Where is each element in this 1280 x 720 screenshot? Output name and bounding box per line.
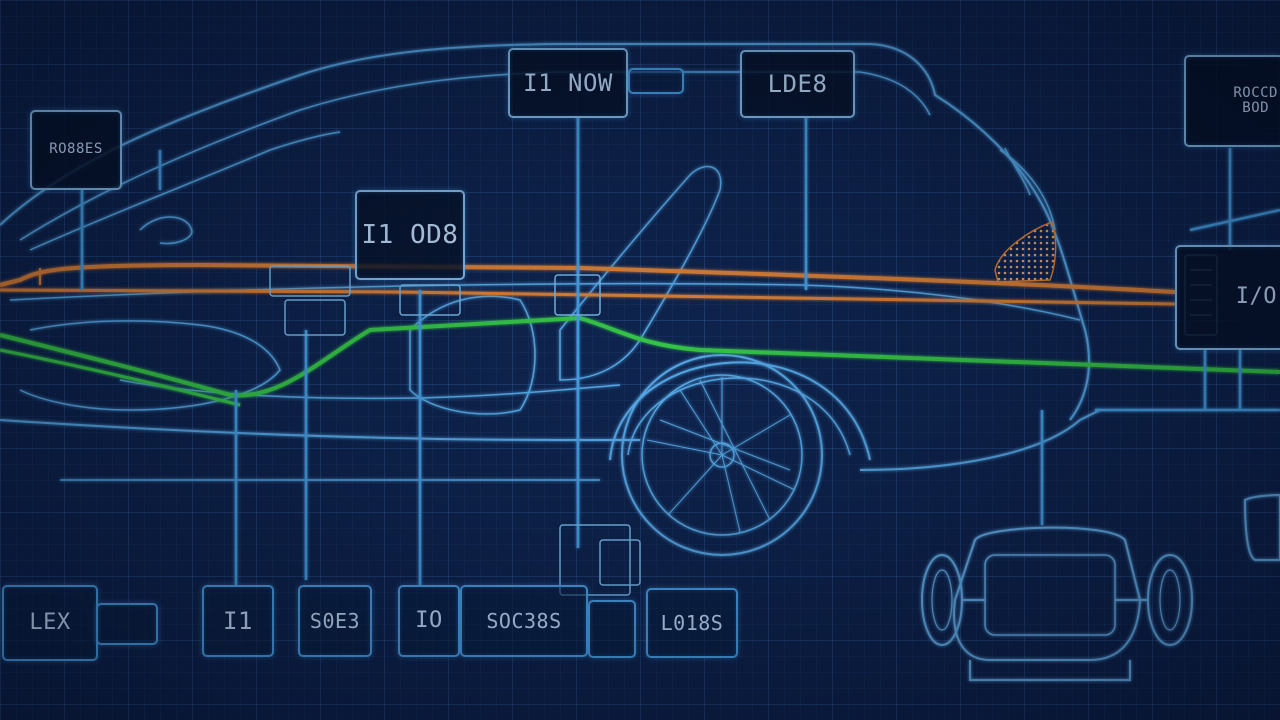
top-center-right-label: LDE8 — [740, 50, 855, 118]
car-tail-light-edge — [1004, 147, 1031, 196]
blue-leads — [80, 116, 1280, 585]
bottom-module-3: S0E3 — [298, 585, 372, 657]
bottom-module-4: IO — [398, 585, 460, 657]
car-floor-pan — [119, 379, 621, 400]
top-center-connector — [628, 68, 684, 94]
tail-light — [994, 221, 1057, 283]
car-steering — [139, 216, 193, 245]
bottom-module-6: L018S — [646, 588, 738, 658]
rear-chassis — [921, 493, 1280, 681]
car-wheel-arch-inner — [627, 377, 851, 456]
car-wheel-arch — [609, 361, 871, 461]
car-rocker — [0, 419, 640, 441]
car-dashboard — [19, 320, 281, 411]
orange-harness — [0, 262, 1176, 306]
bottom-module-2: I1 — [202, 585, 274, 657]
top-left-label: RO88ES — [30, 110, 122, 190]
top-right-label: ROCCD BOD — [1184, 55, 1280, 147]
car-front-seat — [559, 165, 722, 381]
car-window-line — [29, 131, 341, 251]
rear-wheel — [621, 354, 823, 556]
bottom-module-1-plug — [96, 603, 158, 645]
bottom-module-5-plug — [588, 600, 636, 658]
car-rear-bumper — [859, 409, 1101, 471]
cabin-module-label: I1 OD8 — [355, 190, 465, 280]
car-outline — [0, 43, 1101, 481]
right-module-label: I/O — [1175, 245, 1280, 350]
top-center-left-label: I1 NOW — [508, 48, 628, 118]
bottom-module-5: SOC38S — [460, 585, 588, 657]
car-belt-line — [9, 282, 1081, 321]
car-inner-roof — [19, 71, 931, 241]
bottom-module-1: LEX — [2, 585, 98, 661]
cabin-connectors — [269, 265, 641, 596]
car-roofline — [0, 43, 1091, 421]
car-rear-seat — [409, 295, 536, 415]
green-harness — [0, 315, 1280, 407]
